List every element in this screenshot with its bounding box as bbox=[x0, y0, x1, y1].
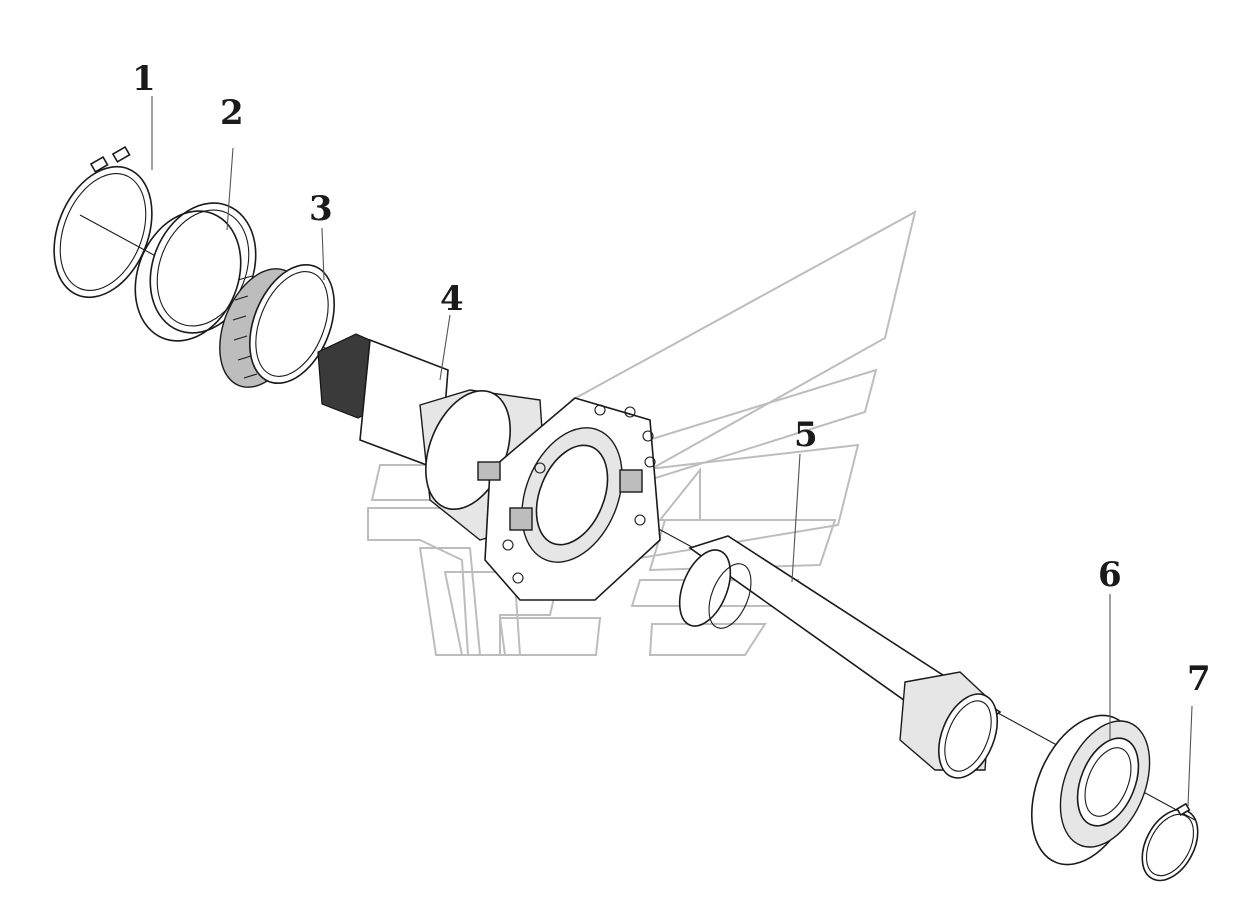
callout-1: 1 bbox=[132, 59, 156, 99]
part-3-knurled-ring bbox=[219, 263, 335, 388]
part-6-bearing bbox=[1030, 714, 1151, 866]
part-5-shaft bbox=[678, 535, 1002, 779]
part-4-flange-shaft bbox=[317, 333, 661, 601]
callout-4: 4 bbox=[440, 279, 464, 319]
callout-7: 7 bbox=[1187, 659, 1211, 699]
callout-labels: 1 2 3 4 5 6 7 bbox=[132, 59, 1211, 699]
callout-5: 5 bbox=[794, 415, 818, 455]
callout-3: 3 bbox=[309, 189, 333, 229]
part-2-ring bbox=[134, 202, 257, 342]
callout-2: 2 bbox=[220, 93, 244, 133]
leader-lines bbox=[151, 96, 1193, 807]
part-7-snap-ring bbox=[1141, 802, 1199, 882]
callout-6: 6 bbox=[1098, 555, 1122, 595]
